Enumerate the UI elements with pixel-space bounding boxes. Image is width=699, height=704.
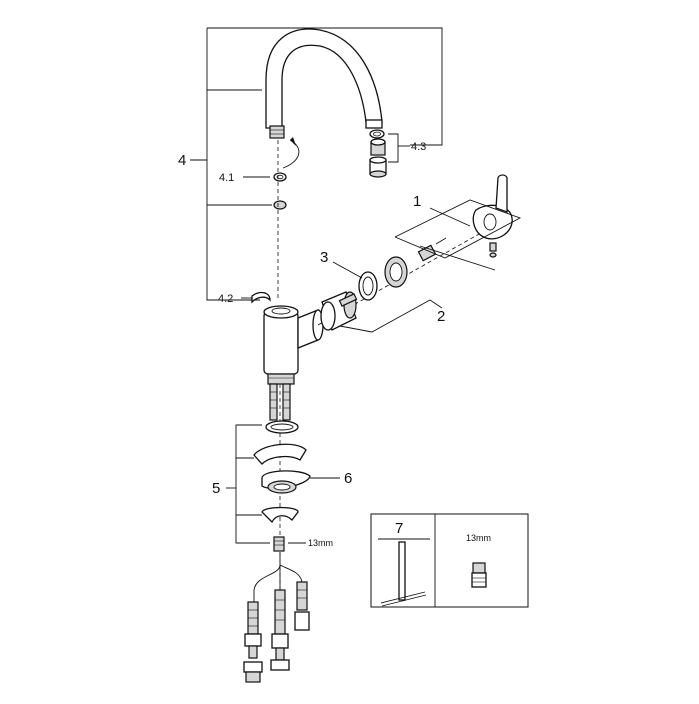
spout-outlet <box>365 119 383 129</box>
rotate-arrow <box>282 139 300 169</box>
hose-stubs-top <box>269 383 291 421</box>
metal-washer-6 <box>261 470 311 494</box>
small-nut <box>273 200 287 210</box>
horseshoe-clip <box>261 506 299 524</box>
set-screw <box>489 242 497 258</box>
ring-3 <box>358 271 378 301</box>
cartridge-2 <box>320 291 358 331</box>
wrench-size-label: 13mm <box>308 538 333 548</box>
spout-thread-end <box>269 125 285 139</box>
inset-nut <box>471 562 487 588</box>
arrow-head <box>290 137 296 146</box>
callout-1: 1 <box>413 193 421 210</box>
mounting-stud <box>273 536 285 552</box>
supply-hose-left <box>243 601 263 683</box>
hose-line-right <box>279 564 303 583</box>
callout-7: 7 <box>395 520 403 537</box>
clip-4-2 <box>251 291 271 304</box>
faucet-body <box>263 305 324 385</box>
callout-3: 3 <box>320 249 328 266</box>
lever-handle-1 <box>472 174 513 240</box>
callout-4-1: 4.1 <box>219 172 234 184</box>
callout-2: 2 <box>437 308 445 325</box>
base-gasket-ring <box>265 420 299 434</box>
callout-4: 4 <box>178 152 186 169</box>
callout-5: 5 <box>212 480 220 497</box>
rubber-washer <box>253 443 307 465</box>
adapter-small <box>417 237 447 262</box>
spout <box>265 28 383 139</box>
aerator-4-3 <box>369 129 387 178</box>
supply-hose-center <box>270 589 290 671</box>
callout-4-3: 4.3 <box>411 141 426 153</box>
callout-4-2: 4.2 <box>218 293 233 305</box>
callout-6: 6 <box>344 470 352 487</box>
retaining-nut <box>384 256 408 288</box>
tool-inset-box <box>370 513 529 608</box>
mounting-tool <box>380 541 427 607</box>
supply-hose-right <box>294 581 310 631</box>
bracket-4 <box>190 27 443 301</box>
inset-wrench-size-label: 13mm <box>466 533 491 543</box>
